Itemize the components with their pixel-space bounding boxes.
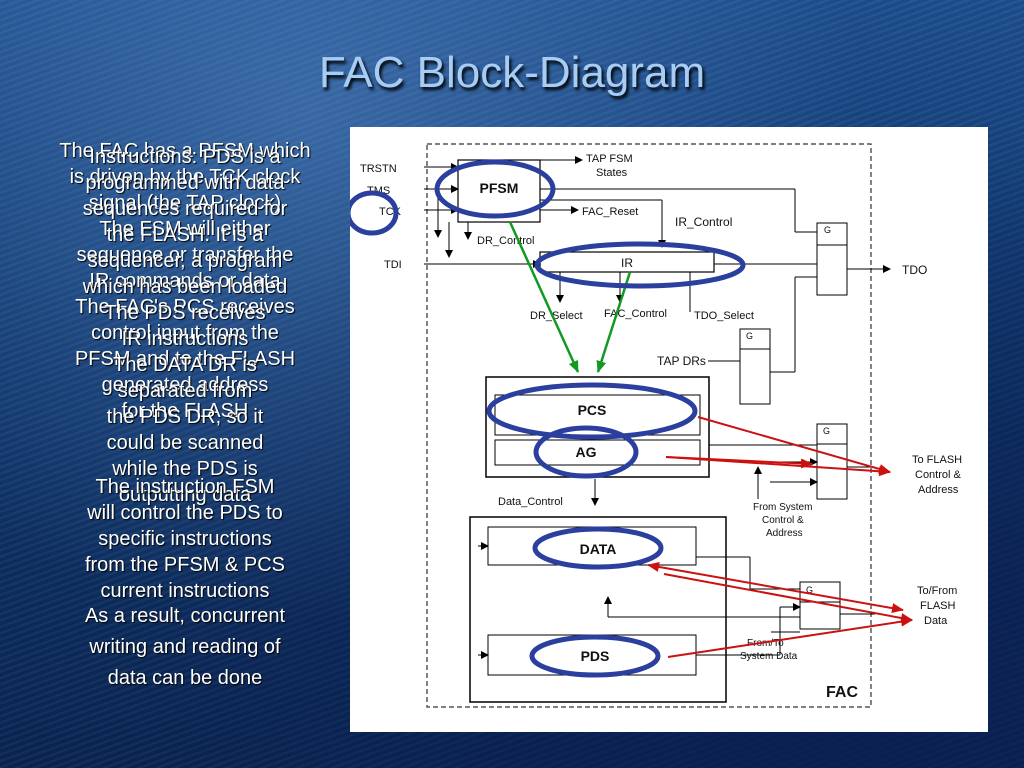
fac-block-diagram: PFSM TRSTN TMS TCK TAP FSM States FAC_Re… <box>350 127 988 732</box>
conclusion-text: As a result, concurrent writing and read… <box>40 601 330 694</box>
pds-label: PDS <box>581 648 610 664</box>
bullet-line: while the PDS is <box>112 458 258 480</box>
fac-label: FAC <box>826 684 858 701</box>
diagram-svg: PFSM TRSTN TMS TCK TAP FSM States FAC_Re… <box>350 143 962 708</box>
tdi-label: TDI <box>384 259 402 271</box>
to-flash-2: Control & <box>915 469 962 481</box>
data-highlight <box>532 526 664 570</box>
ag-highlight <box>533 425 639 479</box>
dr-control-label: DR_Control <box>477 235 534 247</box>
tck-highlight <box>350 190 399 236</box>
tap-drs-block <box>739 348 771 405</box>
tofrom-flash-2: FLASH <box>920 600 956 612</box>
fac-control-label: FAC_Control <box>604 308 667 320</box>
ag-label: AG <box>576 444 597 460</box>
bullet-line: The FAC's PCS receives <box>75 296 295 318</box>
tofrom-flash-3: Data <box>924 615 948 627</box>
tdo-mux <box>816 244 848 296</box>
data-control-label: Data_Control <box>498 496 563 508</box>
from-to-2: System Data <box>740 651 798 662</box>
red-arrow-pds-flash <box>667 616 913 658</box>
bullet-line: is driven by the TCK clock <box>69 166 301 188</box>
data-label: DATA <box>580 541 617 557</box>
bullet-line: from the PFSM & PCS <box>84 554 286 576</box>
bullet-line: will control the PDS to <box>87 502 283 524</box>
pds-block <box>487 634 697 676</box>
bullet-line: IR commands or data <box>89 270 281 292</box>
bullet-line: sequence or transfer the <box>76 244 294 266</box>
bullet-line: sequences required for <box>82 198 288 220</box>
from-system-2: Control & <box>762 515 804 526</box>
conclusion-line: writing and reading of <box>89 636 281 658</box>
conclusion-line: As a result, concurrent <box>84 605 286 627</box>
tap-fsm-label: TAP FSM <box>586 153 633 165</box>
red-arrow-ag-mux <box>665 456 813 469</box>
text-layer-2: Instructions: PDS is a programmed with d… <box>40 144 330 508</box>
dr-select-label: DR_Select <box>530 310 583 322</box>
to-flash-3: Address <box>918 484 959 496</box>
from-system-1: From System <box>753 502 812 513</box>
pfsm-highlight <box>434 159 556 219</box>
bullet-line: separated from <box>117 380 253 402</box>
green-arrow-pfsm-pcs <box>508 221 580 373</box>
bullet-line: specific instructions <box>98 528 272 550</box>
red-arrow-data-flash <box>647 561 904 614</box>
bullet-line: The PDS receives <box>104 302 266 324</box>
slide-title: FAC Block-Diagram <box>318 48 706 97</box>
pfsm-label: PFSM <box>480 180 519 196</box>
bullet-line: current instructions <box>100 580 270 602</box>
tap-states-label: States <box>596 167 628 179</box>
bullet-line: generated address <box>101 374 269 396</box>
g-label: G <box>746 331 753 341</box>
red-arrow-data-flash-2 <box>663 573 913 623</box>
green-arrow-ir-pcs <box>596 271 632 373</box>
to-flash-1: To FLASH <box>912 454 962 466</box>
tdo-select-label: TDO_Select <box>694 310 754 322</box>
bullet-line: The FAC has a PFSM which <box>59 140 311 162</box>
bullet-line: control input from the <box>91 322 279 344</box>
bullet-line: IR instructions <box>121 328 249 350</box>
ir-control-label: IR_Control <box>675 215 732 229</box>
tofrom-flash-1: To/From <box>917 585 957 597</box>
g-label: G <box>823 426 830 436</box>
bullet-line: could be scanned <box>106 432 264 454</box>
bullet-line: the PDS DR, so it <box>106 406 264 428</box>
bullet-line: for the FLASH <box>121 400 249 422</box>
fac-boundary <box>426 143 872 708</box>
bullet-line: Instructions: PDS is a <box>89 146 281 168</box>
bullet-line: the FLASH. It is a <box>106 224 264 246</box>
pcs-label: PCS <box>578 402 607 418</box>
g-label: G <box>824 225 831 235</box>
bullet-line: which has been loaded <box>82 276 288 298</box>
pds-highlight <box>529 634 661 678</box>
red-arrow-pcs-flash <box>697 416 891 474</box>
bullet-line: The instruction FSM <box>95 476 275 498</box>
bullet-line: The DATA DR is <box>113 354 257 376</box>
ir-highlight <box>534 241 746 289</box>
from-to-1: From/To <box>747 638 784 649</box>
text-layer-1: The FAC has a PFSM which is driven by th… <box>40 138 330 424</box>
ag-block <box>494 439 701 466</box>
from-system-3: Address <box>766 528 803 539</box>
conclusion-line: data can be done <box>107 667 263 689</box>
bullet-line: sequencer, a program <box>87 250 283 272</box>
bullet-line: The FSM will either <box>99 218 271 240</box>
bullet-line: programmed with data <box>85 172 285 194</box>
tap-drs-label: TAP DRs <box>657 354 706 368</box>
text-layer-3: The instruction FSM will control the PDS… <box>40 474 330 604</box>
pcs-highlight <box>486 382 698 440</box>
bullet-line: outputting data <box>118 484 252 506</box>
trstn-label: TRSTN <box>360 163 397 175</box>
ir-label: IR <box>621 256 633 270</box>
bullet-line: PFSM and to the FLASH <box>74 348 296 370</box>
fac-reset-label: FAC_Reset <box>582 206 638 218</box>
bullet-line: signal (the TAP clock) <box>88 192 282 214</box>
tdo-label: TDO <box>902 263 927 277</box>
